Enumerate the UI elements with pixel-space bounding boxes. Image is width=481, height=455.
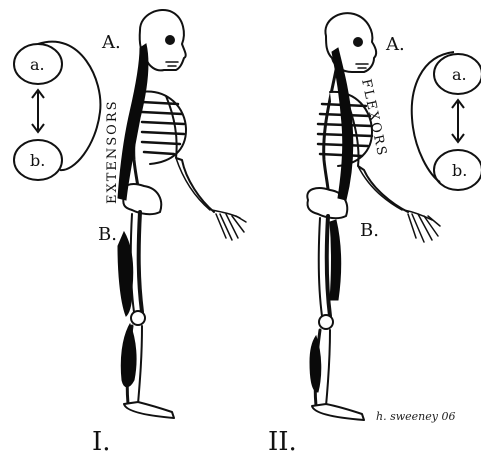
callout-b-right: b. bbox=[452, 161, 467, 180]
label-point-b-right: B. bbox=[360, 220, 379, 241]
label-roman-two: II. bbox=[268, 427, 297, 455]
label-point-a-right: A. bbox=[385, 34, 405, 55]
label-point-a-left: A. bbox=[101, 32, 121, 53]
label-roman-one: I. bbox=[92, 427, 111, 455]
label-point-b-left: B. bbox=[98, 224, 117, 245]
artist-signature: h. sweeney 06 bbox=[376, 410, 455, 423]
label-extensors: EXTENSORS bbox=[105, 99, 120, 204]
callout-b-left: b. bbox=[30, 151, 45, 170]
callout-a-right: a. bbox=[452, 65, 467, 84]
callout-a-left: a. bbox=[30, 55, 45, 74]
